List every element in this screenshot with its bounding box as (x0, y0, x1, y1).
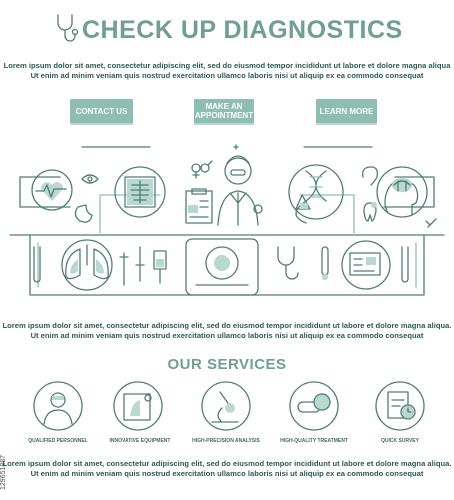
xray-icon (114, 166, 166, 218)
syringe-icon (425, 218, 437, 228)
pills-icon (289, 381, 339, 431)
test-tube-right-icon (401, 246, 409, 283)
stock-watermark: 129651887 (0, 454, 7, 490)
gender-icon (191, 160, 213, 179)
thermometer-icon (321, 246, 329, 280)
mri-scanner-icon (185, 238, 259, 296)
service-label-qualified-personnel: QUALIFIED PERSONNEL (28, 438, 88, 444)
service-label-high-quality-treatment: HIGH-QUALITY TREATMENT (280, 438, 348, 444)
microscope-icon (201, 381, 251, 431)
middle-text-line2: Ut enim ad minim veniam quis nostrud exe… (30, 331, 424, 340)
lungs-icon (61, 239, 113, 291)
service-label-quick-survey: QUICK SURVEY (381, 438, 419, 444)
contact-us-label: CONTACT US (75, 106, 128, 116)
stomach-icon (74, 204, 93, 223)
scanner-icon (113, 381, 163, 431)
dna-icon (288, 164, 344, 224)
make-appointment-button[interactable]: MAKE AN APPOINTMENT (194, 99, 254, 123)
page-title: CHECK UP DIAGNOSTICS (82, 16, 403, 44)
footer-text-line2: Ut enim ad minim veniam quis nostrud exe… (30, 469, 424, 478)
intro-text-line1: Lorem ipsum dolor sit amet, consectetur … (3, 61, 451, 70)
appointment-label-line1: MAKE AN (205, 102, 243, 111)
intro-text-line2: Ut enim ad minim veniam quis nostrud exe… (30, 71, 424, 80)
learn-more-button[interactable]: LEARN MORE (316, 99, 377, 123)
ear-icon (362, 166, 379, 186)
stethoscope-icon (57, 14, 79, 42)
learn-more-label: LEARN MORE (319, 106, 374, 116)
contact-us-button[interactable]: CONTACT US (70, 99, 133, 123)
service-label-high-precision-analysis: HIGH-PRECISION ANALYSIS (192, 438, 260, 444)
diagnostics-illustration (9, 144, 445, 296)
services-title: OUR SERVICES (167, 356, 287, 373)
doctor-icon (33, 381, 83, 431)
test-tube-left-icon (33, 246, 41, 283)
iv-bag-icon (153, 250, 167, 284)
eye-icon (81, 174, 99, 184)
heartbeat-icon (31, 169, 73, 211)
dropper-icon (135, 246, 145, 282)
brain-icon (376, 166, 428, 218)
footer-text-line1: Lorem ipsum dolor sit amet, consectetur … (2, 459, 452, 468)
tooth-icon (363, 202, 377, 222)
appointment-label-line2: APPOINTMENT (194, 111, 254, 120)
clipboard-clock-icon (375, 381, 425, 431)
doctor-figure (217, 144, 263, 226)
services-icons (33, 381, 425, 431)
service-label-innovative-equipment: INNOVATIVE EQUIPMENT (109, 438, 171, 444)
clipboard-icon (185, 188, 213, 224)
syringe-small-icon (119, 252, 129, 286)
middle-text-line1: Lorem ipsum dolor sit amet, consectetur … (2, 321, 452, 330)
monitor-icon (341, 240, 391, 290)
stethoscope-small-icon (277, 246, 299, 280)
